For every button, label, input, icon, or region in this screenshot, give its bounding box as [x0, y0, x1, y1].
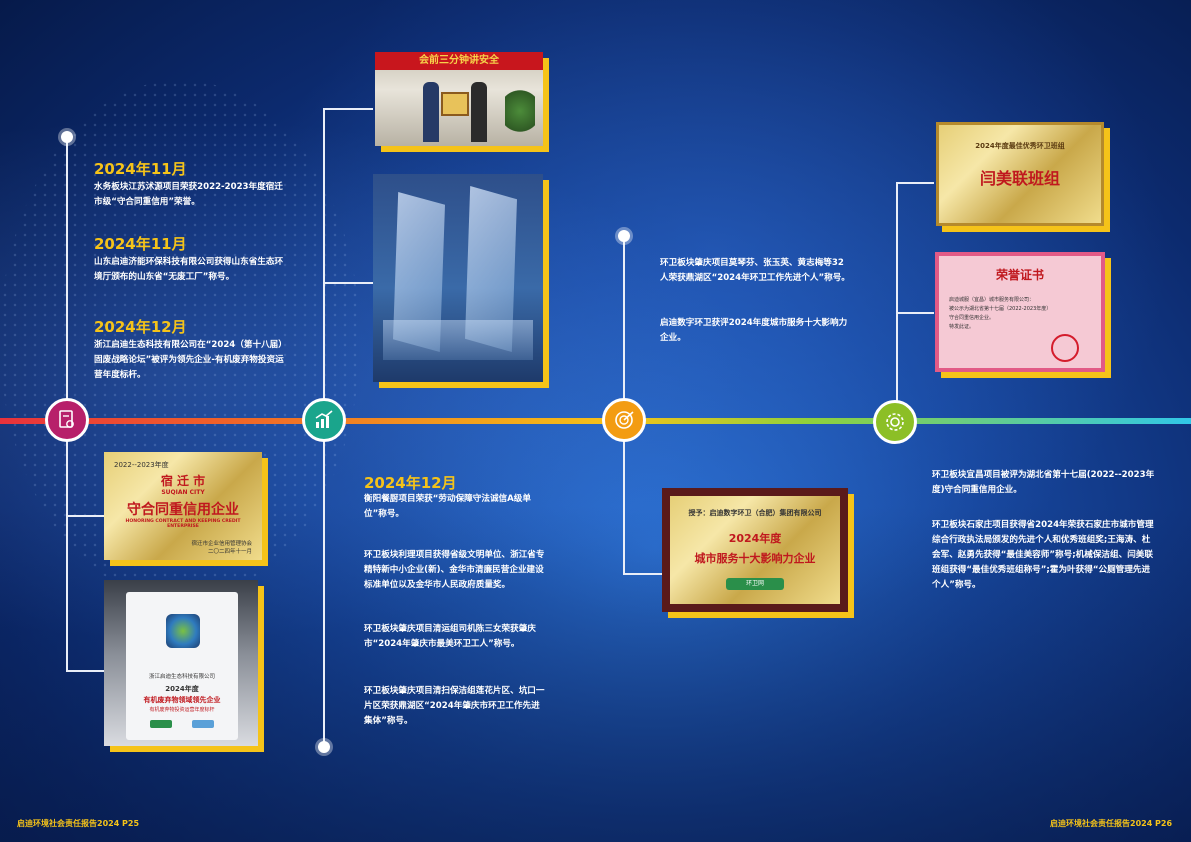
entry-text: 浙江启迪生态科技有限公司在“2024（第十八届）固废战略论坛”被评为领先企业-有… [94, 340, 287, 380]
person-figure [471, 82, 487, 142]
branch-line-4 [896, 182, 898, 404]
branch-end-dot-2 [318, 741, 330, 753]
branch-connector-2b [323, 282, 373, 284]
growth-chart-icon [315, 410, 333, 428]
sponsor-logo-icon [150, 720, 172, 728]
entry-text: 衡阳餐厨项目荣获“劳动保障守法诚信A级单位”称号。 [364, 494, 531, 519]
plaque-photo-city-service: 授予：启迪数字环卫（合肥）集团有限公司 2024年度 城市服务十大影响力企业 环… [662, 488, 848, 612]
entry-year: 2024年12月 [94, 318, 187, 336]
node-2 [302, 398, 346, 442]
plaque-date: 二〇二四年十一月 [207, 549, 252, 555]
node-3 [602, 398, 646, 442]
person-figure [423, 82, 439, 142]
plaque-subtitle-en: HONORING CONTRACT AND KEEPING CREDIT ENT… [125, 519, 241, 529]
entry-text: 环卫板块石家庄项目获得省2024年荣获石家庄市城市管理综合行政执法局颁发的先进个… [932, 520, 1154, 590]
ceremony-banner: 会前三分钟讲安全 [375, 52, 543, 70]
cert-line: 启迪城服（宜昌）城市服务有限公司： [949, 297, 1035, 303]
plaque-award-to: 授予：启迪数字环卫（合肥）集团有限公司 [688, 509, 822, 517]
entry-text: 启迪数字环卫获评2024年度城市服务十大影响力企业。 [660, 318, 848, 343]
footer-right: 启迪环境社会责任报告2024 P26 [1050, 819, 1173, 828]
branch-connector-3 [623, 573, 663, 575]
plant [505, 86, 535, 136]
trophy-photo-zhejiang: 浙江启迪生态科技有限公司 2024年度 有机废弃物领域领先企业 有机废弃物投资运… [104, 580, 258, 746]
plaque-city: 宿 迁 市 [160, 474, 206, 488]
entry-year: 2024年11月 [94, 160, 187, 178]
plaque-title: 闫美联班组 [979, 169, 1060, 188]
red-seal-stamp [1051, 334, 1079, 362]
plaque-photo-best-team: 2024年度最佳优秀环卫班组 闫美联班组 [936, 122, 1104, 226]
entry-text: 环卫板块肇庆项目莫琴芬、张玉英、黄志梅等32人荣获鼎湖区“2024年环卫工作先进… [660, 258, 850, 283]
entry-text: 环卫板块肇庆项目清扫保洁组莲花片区、坑口一片区荣获鼎湖区“2024年肇庆市环卫工… [364, 686, 545, 726]
hexagon-logo-icon [166, 614, 200, 648]
node-4 [873, 400, 917, 444]
cert-title: 荣誉证书 [995, 268, 1044, 282]
entry-text: 环卫板块利理项目获得省级文明单位、浙江省专精特新中小企业(新)、金华市清廉民营企… [364, 550, 545, 590]
cert-line: 特发此证。 [949, 324, 975, 330]
branch-connector-4a [896, 182, 934, 184]
plaque-title: 城市服务十大影响力企业 [694, 552, 816, 565]
plaque-top: 2024年度最佳优秀环卫班组 [975, 142, 1065, 150]
plaque-photo-suqian: 2022--2023年度 宿 迁 市 SUQIAN CITY 守合同重信用企业 … [104, 452, 262, 560]
branch-connector-4b [896, 312, 934, 314]
footer-left: 启迪环境社会责任报告2024 P25 [17, 819, 140, 828]
entry-text: 水务板块江苏沭源项目荣获2022-2023年度宿迁市级“守合同重信用”荣誉。 [94, 182, 283, 207]
cert-line: 守合同重信用企业。 [949, 315, 995, 321]
ceremony-photo: 会前三分钟讲安全 [375, 52, 543, 146]
target-arrow-icon [615, 411, 634, 429]
trophy-company: 浙江启迪生态科技有限公司 [148, 674, 215, 680]
certificate-icon [59, 410, 74, 428]
entry-text: 环卫板块宜昌项目被评为湖北省第十七届(2022--2023年度)守合同重信用企业… [932, 470, 1155, 495]
sponsor-logo-icon [192, 720, 214, 728]
entry-year: 2024年12月 [364, 474, 457, 492]
plaque-city-en: SUQIAN CITY [161, 489, 205, 496]
plaque-year: 2024年度 [728, 532, 782, 545]
trophy-subtitle: 有机废弃物投资运营年度标杆 [149, 707, 215, 713]
cert-line: 被公示为湖北省第十七届（2022-2023年度） [949, 306, 1052, 312]
trophy-title: 有机废弃物领域领先企业 [143, 696, 221, 704]
entry-text: 环卫板块肇庆项目清运组司机陈三女荣获肇庆市“2024年肇庆市最美环卫工人”称号。 [364, 624, 536, 649]
entry-text: 山东启迪济能环保科技有限公司获得山东省生态环境厅颁布的山东省“无废工厂”称号。 [94, 257, 284, 282]
branch-connector-1a [66, 515, 104, 517]
gear-icon [886, 413, 904, 431]
certificate-photo: 荣誉证书 启迪城服（宜昌）城市服务有限公司： 被公示为湖北省第十七届（2022-… [935, 252, 1105, 372]
glass-trophies-photo [373, 174, 543, 382]
node-1 [45, 398, 89, 442]
branch-end-dot-1 [61, 131, 73, 143]
entry-year: 2024年11月 [94, 235, 187, 253]
trophy-base [383, 320, 533, 360]
plaque-title: 守合同重信用企业 [127, 502, 239, 518]
timeline-bar [0, 418, 1191, 424]
award-plaque [441, 92, 469, 116]
plaque-issuer: 宿迁市企业信用管理协会 [191, 541, 252, 547]
plaque-year: 2022--2023年度 [114, 461, 169, 469]
branch-connector-1b [66, 670, 104, 672]
branch-end-dot-3 [618, 230, 630, 242]
trophy-year: 2024年度 [165, 685, 199, 693]
plaque-logo: 环卫网 [726, 578, 784, 590]
branch-connector-2a [323, 108, 373, 110]
